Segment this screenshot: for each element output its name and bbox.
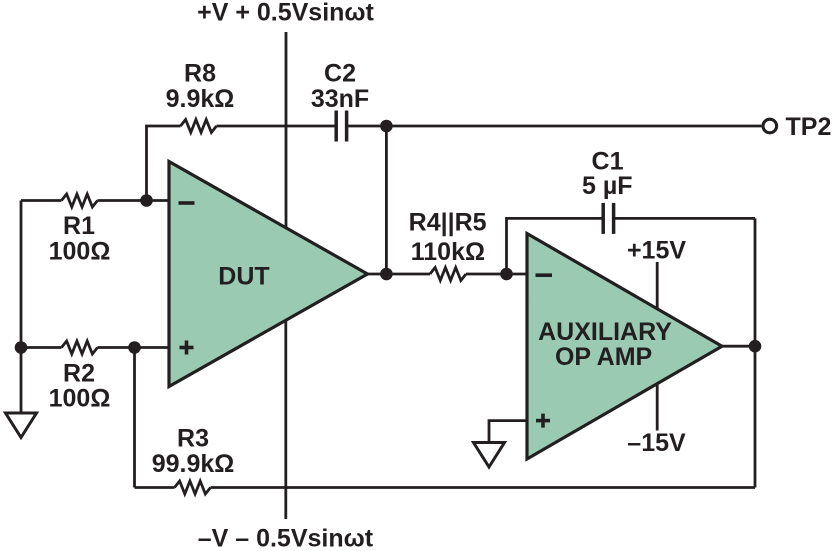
label-c1-name: C1 <box>592 147 624 175</box>
resistor-r3-symbol <box>173 477 212 498</box>
dut-noninverting-input-icon <box>179 340 194 355</box>
label-r4r5-name: R4||R5 <box>409 209 487 237</box>
dut-opamp-triangle <box>167 158 371 390</box>
label-negative-rail: –V – 0.5Vsinωt <box>198 524 374 551</box>
label-positive-supply: +15V <box>627 236 686 264</box>
wire-top-feedback-left <box>145 124 181 201</box>
junction-dots <box>14 119 762 354</box>
resistor-r1-symbol <box>60 190 99 211</box>
aux-noninverting-input-icon <box>536 413 550 428</box>
labels: +V + 0.5Vsinωt –V – 0.5Vsinωt R8 9.9kΩ C… <box>49 0 832 551</box>
label-r8-name: R8 <box>184 60 216 88</box>
label-c2-name: C2 <box>324 60 356 88</box>
resistors <box>60 115 468 498</box>
label-r1-value: 100Ω <box>49 237 111 265</box>
junction-dot <box>128 341 141 354</box>
junction-dot <box>380 267 393 281</box>
label-r4r5-value: 110kΩ <box>411 238 485 266</box>
label-tp2: TP2 <box>786 113 832 141</box>
wire-c1-loop-left <box>505 216 603 274</box>
label-aux-line2: OP AMP <box>555 343 652 371</box>
label-r2-name: R2 <box>63 359 95 387</box>
label-c2-value: 33nF <box>311 85 369 113</box>
label-c1-value: 5 µF <box>582 172 633 200</box>
label-negative-supply: –15V <box>627 429 686 457</box>
resistor-r2-symbol <box>60 337 99 358</box>
junction-dot <box>500 267 513 281</box>
capacitors <box>334 110 616 234</box>
label-dut: DUT <box>218 262 269 290</box>
label-r1-name: R1 <box>63 212 95 240</box>
ground-icon-aux <box>470 441 508 470</box>
capacitor-c2-symbol <box>334 110 349 142</box>
label-positive-rail: +V + 0.5Vsinωt <box>197 0 374 27</box>
wire-aux-noninverting-ground <box>487 419 527 443</box>
resistor-r8-symbol <box>179 115 218 137</box>
junction-dot <box>380 119 393 133</box>
auxiliary-opamp-triangle <box>525 230 726 462</box>
testpoint-tp2-terminal-icon <box>761 117 779 135</box>
label-r2-value: 100Ω <box>49 385 111 413</box>
label-r3-value: 99.9kΩ <box>152 450 235 478</box>
junction-dot <box>140 194 153 207</box>
ground-icon-left <box>2 411 40 441</box>
label-r8-value: 9.9kΩ <box>166 85 235 113</box>
junction-dot <box>748 339 762 353</box>
capacitor-c1-symbol <box>601 202 616 234</box>
resistor-r4r5-symbol <box>428 263 468 285</box>
label-r3-name: R3 <box>177 425 209 453</box>
label-aux-line1: AUXILIARY <box>538 318 672 346</box>
wires <box>19 32 762 519</box>
junction-dot <box>14 341 28 354</box>
